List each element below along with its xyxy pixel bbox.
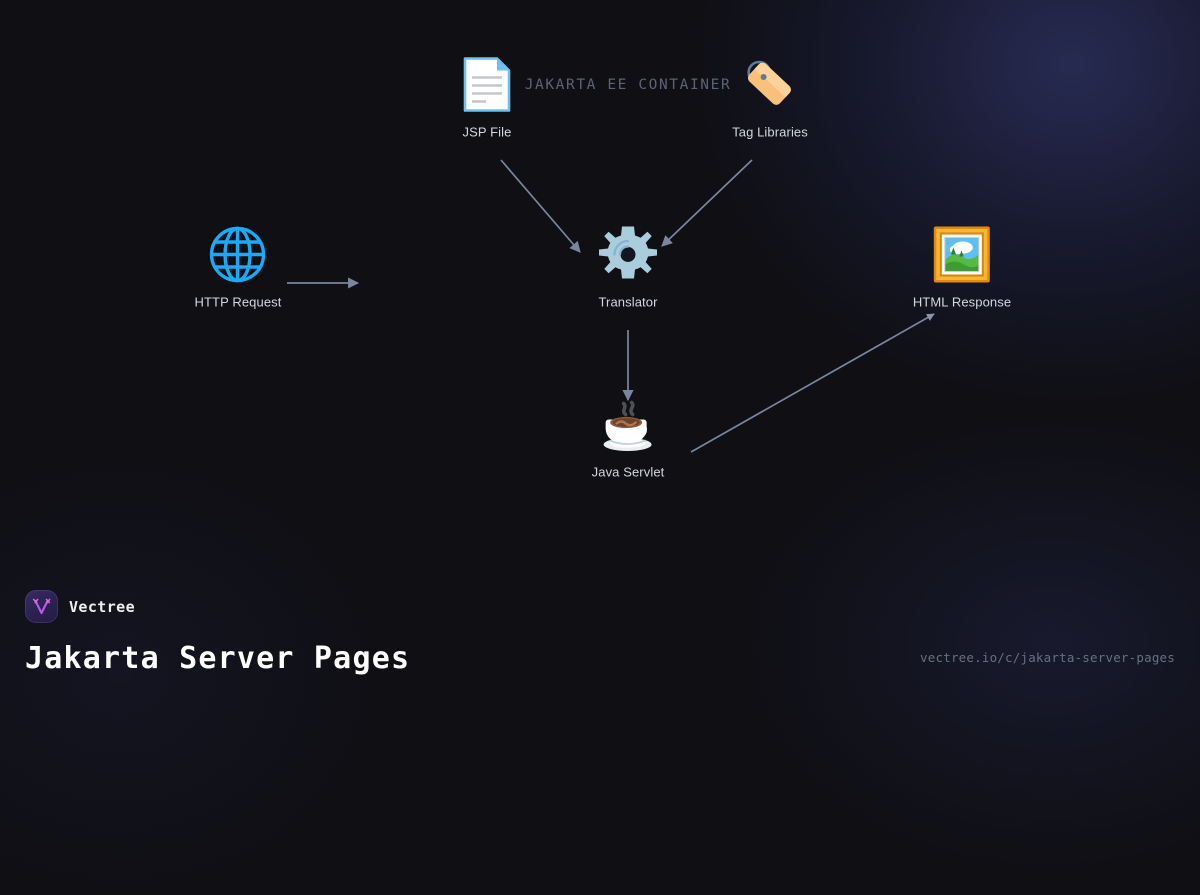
node-label: HTML Response	[912, 294, 1012, 310]
edge-jsp-to-translator	[500, 159, 581, 253]
footer: Vectree Jakarta Server Pages vectree.io/…	[0, 545, 1200, 676]
node-label: JSP File	[462, 124, 512, 140]
node-label: HTTP Request	[194, 294, 282, 310]
jakarta-ee-container-label: JAKARTA EE CONTAINER	[524, 77, 732, 93]
vectree-logo-icon	[25, 590, 58, 623]
node-tag-libraries[interactable]: Tag Libraries	[732, 53, 808, 140]
edge-tag-to-translator	[661, 159, 753, 247]
diagram-canvas: JAKARTA EE CONTAINER HTTP Request	[195, 53, 1011, 480]
node-label: Translator	[598, 294, 658, 310]
brand-name: Vectree	[69, 597, 136, 616]
tag-icon	[738, 53, 802, 117]
globe-icon	[206, 223, 270, 287]
edge-servlet-to-response	[690, 313, 935, 453]
edge-layer	[287, 159, 935, 453]
node-java-servlet[interactable]: Java Servlet	[592, 393, 665, 480]
node-translator[interactable]: Translator	[596, 223, 660, 310]
brand-row: Vectree	[25, 590, 135, 623]
node-html-response[interactable]: HTML Response	[913, 223, 1011, 310]
coffee-cup-icon	[596, 393, 660, 457]
page-url: vectree.io/c/jakarta-server-pages	[920, 650, 1175, 665]
node-label: Java Servlet	[591, 464, 665, 480]
node-jsp-file[interactable]: JSP File	[455, 53, 519, 140]
framed-picture-icon	[930, 223, 994, 287]
gear-icon	[596, 223, 660, 287]
document-icon	[455, 53, 519, 117]
node-http-request[interactable]: HTTP Request	[195, 223, 282, 310]
node-label: Tag Libraries	[732, 124, 808, 140]
page-title: Jakarta Server Pages	[25, 641, 411, 676]
